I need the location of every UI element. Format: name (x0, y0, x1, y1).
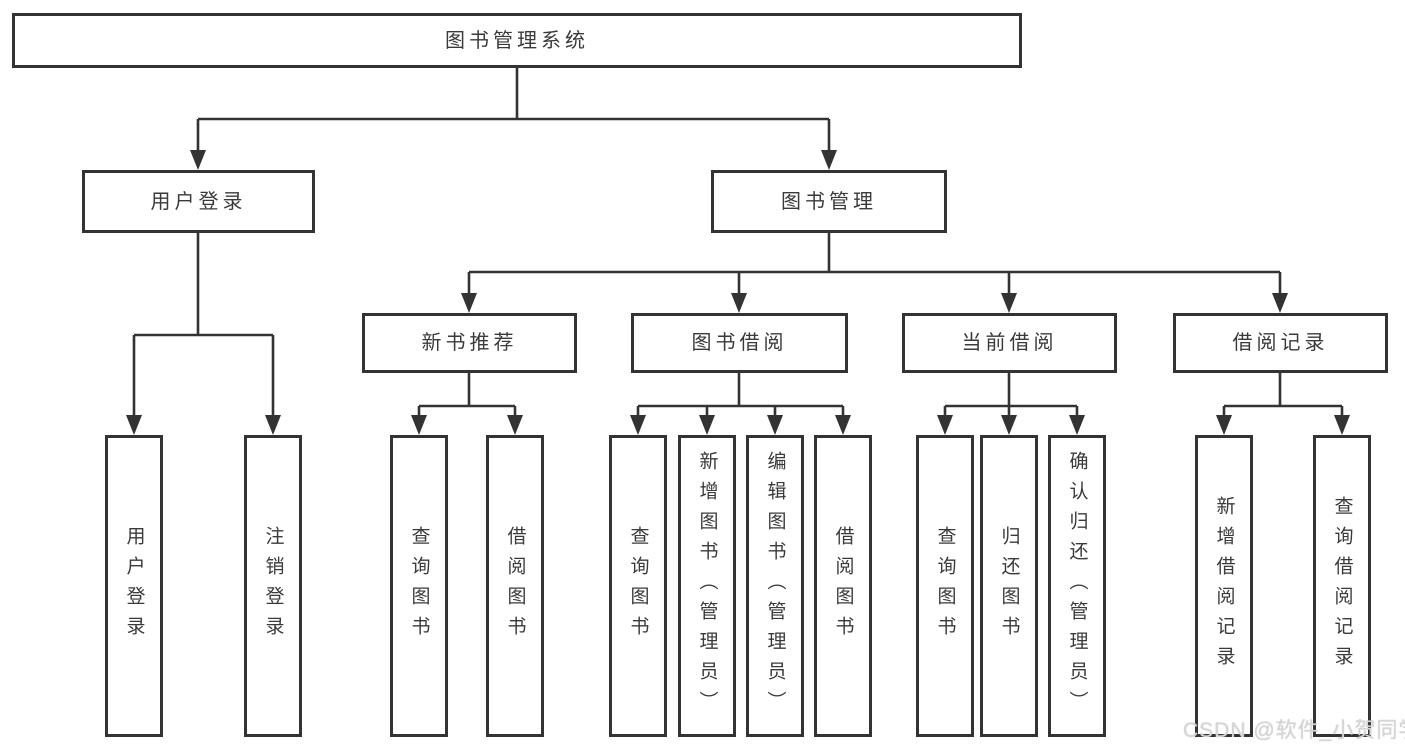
leaf-add-borrow-record-label: 新增借阅记录 (1213, 496, 1235, 676)
csdn-watermark: CSDN @软件_小贺同学 (1183, 719, 1405, 742)
leaf-add-book-admin-label: 新增图书（管理员） (696, 451, 718, 721)
leaf-recommend-query-books-label: 查询图书 (408, 526, 430, 646)
leaf-query-borrow-record: 查询借阅记录 (1313, 435, 1371, 737)
leaf-current-query-books-label: 查询图书 (934, 526, 956, 646)
leaf-edit-book-admin: 编辑图书（管理员） (746, 435, 804, 737)
leaf-recommend-borrow-books: 借阅图书 (486, 435, 544, 737)
connector-book-borrow (636, 373, 845, 418)
leaf-return-books: 归还图书 (980, 435, 1038, 737)
leaf-edit-book-admin-label: 编辑图书（管理员） (764, 451, 786, 721)
leaf-logout: 注销登录 (244, 435, 302, 737)
leaf-confirm-return-admin: 确认归还（管理员） (1048, 435, 1106, 737)
leaf-borrow-books: 借阅图书 (814, 435, 872, 737)
connector-borrow-records (1222, 373, 1344, 418)
leaf-add-borrow-record: 新增借阅记录 (1195, 435, 1253, 737)
connector-new-book-recommend (417, 373, 517, 418)
leaf-borrow-query-books-label: 查询图书 (627, 526, 649, 646)
arrowhead-icons (126, 150, 1350, 435)
node-borrow-records: 借阅记录 (1173, 313, 1388, 373)
node-book-borrow: 图书借阅 (631, 313, 848, 373)
leaf-user-login-label: 用户登录 (123, 526, 145, 646)
connector-user-login (132, 233, 275, 418)
leaf-query-borrow-record-label: 查询借阅记录 (1331, 496, 1353, 676)
leaf-confirm-return-admin-label: 确认归还（管理员） (1066, 451, 1088, 721)
connector-current-borrow (943, 373, 1079, 418)
leaf-borrow-query-books: 查询图书 (609, 435, 667, 737)
leaf-borrow-books-label: 借阅图书 (832, 526, 854, 646)
node-book-management-branch: 图书管理 (711, 170, 947, 233)
node-user-login-branch: 用户登录 (82, 170, 315, 233)
leaf-user-login: 用户登录 (105, 435, 163, 737)
connector-book-management (467, 233, 1282, 296)
node-current-borrow: 当前借阅 (902, 313, 1117, 373)
node-new-book-recommend: 新书推荐 (362, 313, 577, 373)
leaf-return-books-label: 归还图书 (998, 526, 1020, 646)
leaf-logout-label: 注销登录 (262, 526, 284, 646)
leaf-add-book-admin: 新增图书（管理员） (678, 435, 736, 737)
leaf-recommend-query-books: 查询图书 (390, 435, 448, 737)
leaf-recommend-borrow-books-label: 借阅图书 (504, 526, 526, 646)
leaf-current-query-books: 查询图书 (916, 435, 974, 737)
node-root: 图书管理系统 (12, 13, 1022, 68)
connector-root (196, 68, 831, 152)
